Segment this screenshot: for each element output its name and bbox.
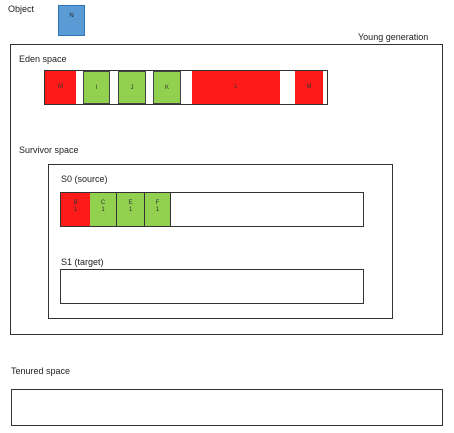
eden-free-cell bbox=[110, 71, 118, 104]
survivor-space-label: Survivor space bbox=[19, 145, 79, 155]
s0-cell: E 1 bbox=[117, 193, 145, 226]
s0-cell: F 1 bbox=[145, 193, 171, 226]
eden-cell: J bbox=[118, 71, 146, 104]
object-block: N bbox=[58, 5, 85, 36]
object-label: Object bbox=[8, 4, 35, 14]
eden-cell: K bbox=[153, 71, 181, 104]
s0-bar: B 1 C 1 E 1 F 1 bbox=[60, 192, 364, 227]
eden-free-cell bbox=[323, 71, 327, 104]
eden-free-cell bbox=[181, 71, 192, 104]
eden-space-label: Eden space bbox=[19, 54, 67, 64]
tenured-space-label: Tenured space bbox=[11, 366, 71, 376]
eden-cell: L bbox=[192, 71, 280, 104]
young-generation-label: Young generation bbox=[358, 32, 429, 42]
eden-space-bar: M I J K L M bbox=[44, 70, 328, 105]
s0-label: S0 (source) bbox=[61, 174, 108, 184]
eden-cell: I bbox=[83, 71, 110, 104]
s0-cell: C 1 bbox=[90, 193, 117, 226]
eden-free-cell bbox=[76, 71, 83, 104]
eden-cell: M bbox=[295, 71, 323, 104]
eden-cell: M bbox=[45, 71, 76, 104]
s0-cell: B 1 bbox=[61, 193, 90, 226]
s1-label: S1 (target) bbox=[61, 257, 104, 267]
object-block-label: N bbox=[69, 13, 74, 19]
tenured-space-box bbox=[11, 389, 443, 426]
s1-bar bbox=[60, 269, 364, 304]
eden-free-cell bbox=[280, 71, 295, 104]
eden-free-cell bbox=[146, 71, 153, 104]
